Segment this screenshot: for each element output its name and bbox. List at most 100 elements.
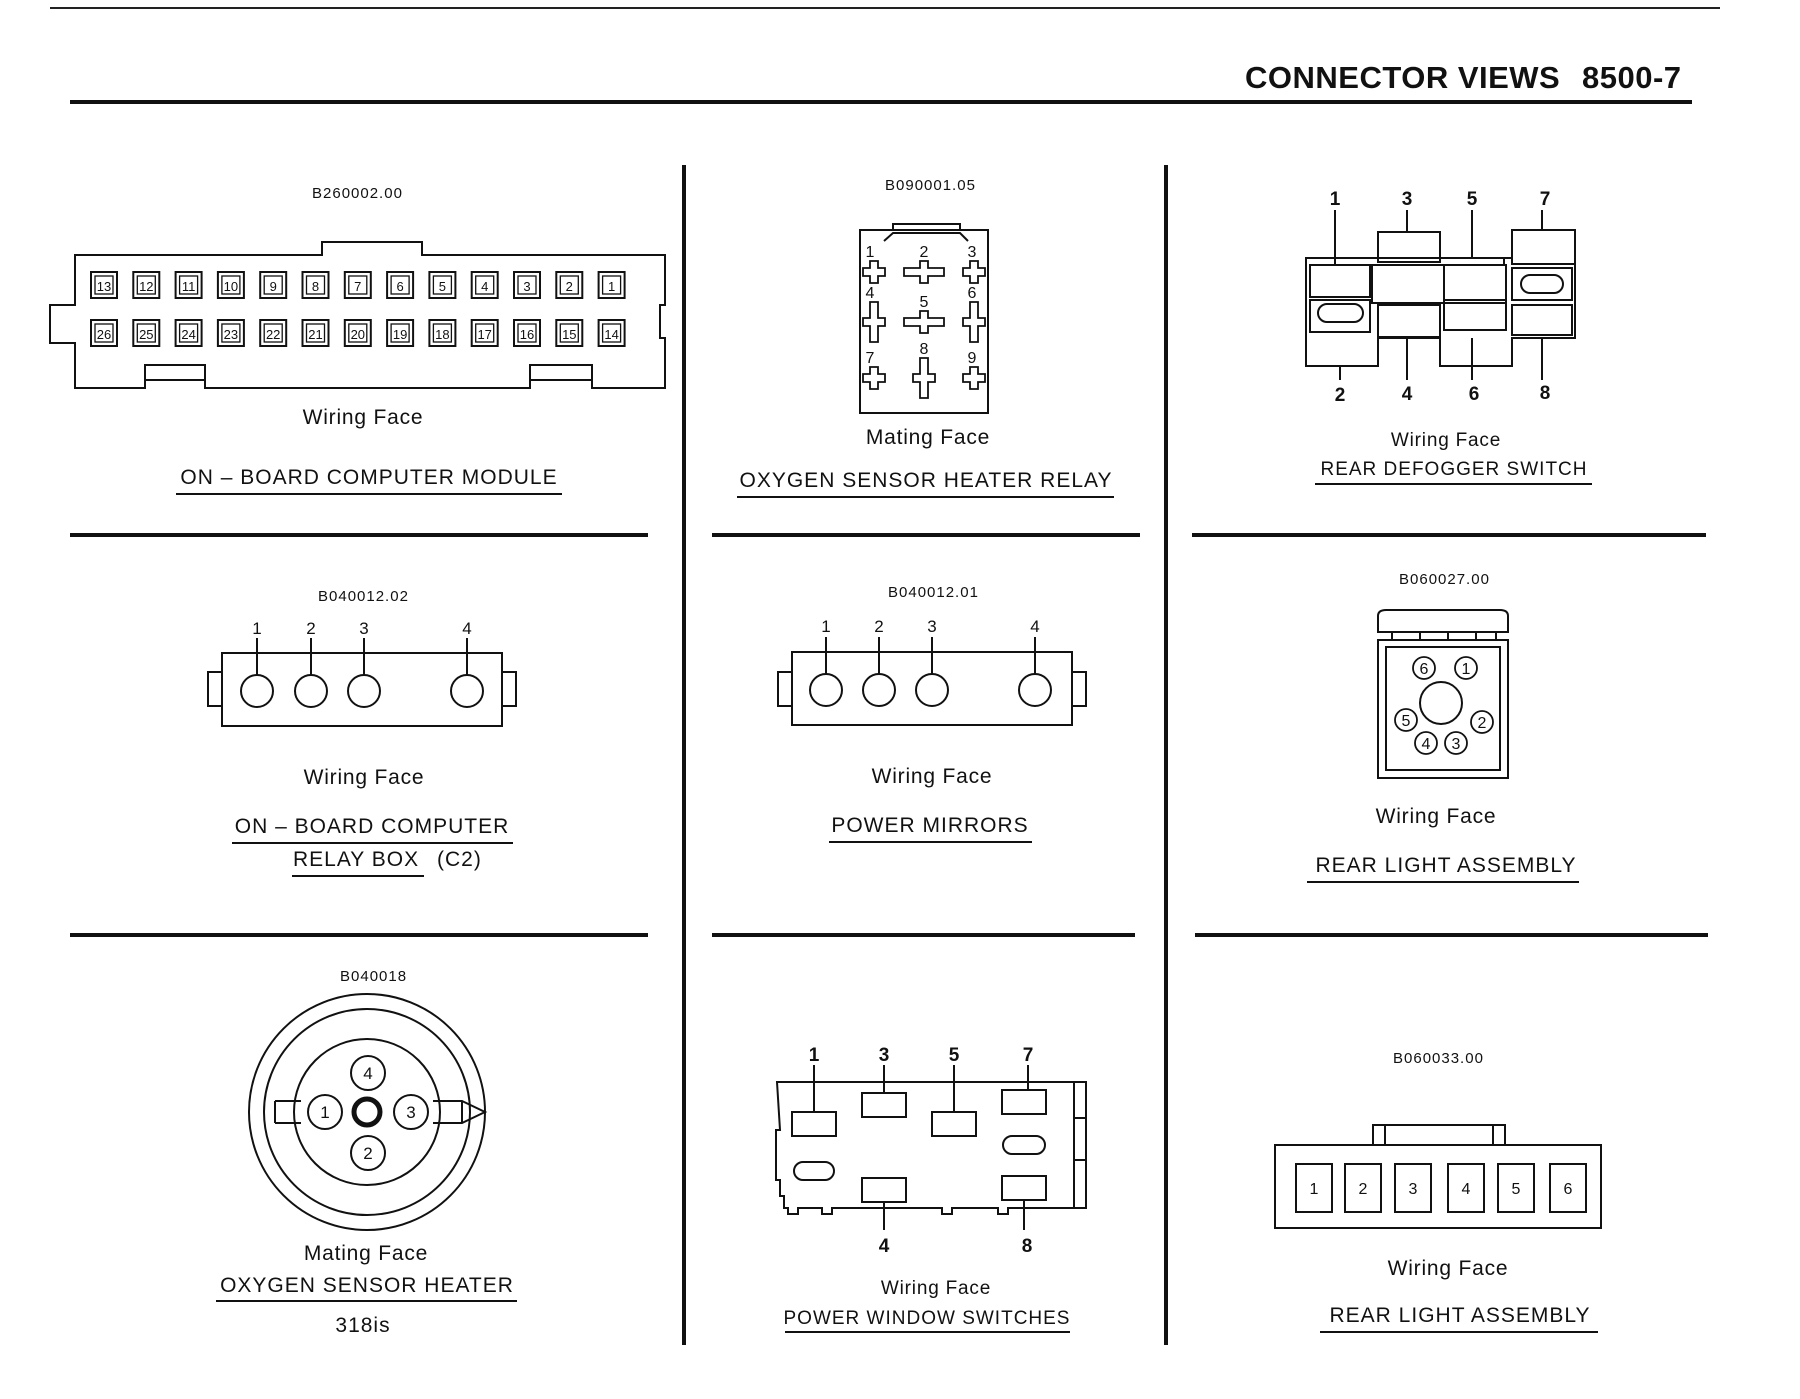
connector-title: OXYGEN SENSOR HEATER xyxy=(220,1274,514,1297)
pin-label: 13 xyxy=(97,279,111,294)
obc-pin: 8 xyxy=(301,271,330,299)
pin-label: 2 xyxy=(566,279,573,294)
pin-label: 1 xyxy=(1462,661,1471,678)
pin-label: 7 xyxy=(354,279,361,294)
relay-terminal: 9 xyxy=(962,350,986,390)
part-code: B040012.02 xyxy=(318,588,409,605)
pin-label: 7 xyxy=(1023,1045,1034,1066)
obc-pin: 4 xyxy=(470,271,499,299)
rear6-pin: 6 xyxy=(1549,1163,1587,1213)
pin-label: 11 xyxy=(182,279,196,294)
pin-label: 23 xyxy=(224,327,238,342)
o2-connector-body xyxy=(248,993,488,1231)
rear6-connector-body xyxy=(1274,1124,1602,1229)
grid-lines xyxy=(70,165,1708,1345)
obc-pin: 16 xyxy=(513,319,541,347)
obc-pin: 3 xyxy=(513,271,541,299)
pin-label: 3 xyxy=(523,279,530,294)
pin-label: 12 xyxy=(139,279,153,294)
round6-pin: 2 xyxy=(1470,710,1494,734)
mirrors-connector-body xyxy=(777,637,1087,726)
rear6-pin: 1 xyxy=(1295,1163,1333,1213)
obc-pin: 22 xyxy=(259,319,288,347)
pin-label: 21 xyxy=(308,327,322,342)
pin-label: 6 xyxy=(396,279,403,294)
pin-label: 2 xyxy=(920,244,929,261)
pin-label: 1 xyxy=(821,617,830,636)
pin-label: 2 xyxy=(1335,385,1346,406)
pin-label: 2 xyxy=(1359,1181,1368,1198)
pin-label: 4 xyxy=(1462,1181,1471,1198)
rear6-pin: 4 xyxy=(1447,1163,1485,1213)
obc-pin: 1 xyxy=(597,271,626,299)
pin-label: 2 xyxy=(874,617,883,636)
face-label: Wiring Face xyxy=(872,765,993,788)
part-code: B260002.00 xyxy=(312,185,403,202)
face-label: Wiring Face xyxy=(304,766,425,789)
rear6-pins: 1 2 3 4 5 6 xyxy=(1295,1163,1587,1213)
pin-label: 6 xyxy=(1469,384,1480,405)
face-label: Mating Face xyxy=(304,1242,428,1265)
panel-rear-defogger-switch: 1 3 5 7 2 4 6 8 Wiring Face REAR DEFOGGE… xyxy=(1305,189,1592,485)
connector-title: ON – BOARD COMPUTER MODULE xyxy=(180,466,557,489)
pin-label: 5 xyxy=(1512,1181,1521,1198)
pin-label: 10 xyxy=(224,279,238,294)
pin-label: 3 xyxy=(879,1045,890,1066)
panel-power-window-switches: 1 3 5 7 4 8 Wiring Face POWER WINDOW SWI… xyxy=(775,1045,1087,1333)
pin-label: 3 xyxy=(359,619,368,638)
pin-label: 8 xyxy=(1540,383,1551,404)
obc-pin: 15 xyxy=(555,319,584,347)
pin-label: 20 xyxy=(351,327,365,342)
relay-terminal: 5 xyxy=(903,294,945,334)
pin-label: 7 xyxy=(866,350,875,367)
connector-title: OXYGEN SENSOR HEATER RELAY xyxy=(740,469,1113,492)
obc-connector-body xyxy=(49,241,666,389)
obc-pin: 21 xyxy=(301,319,330,347)
obc-pin: 20 xyxy=(343,319,372,347)
pin-label: 3 xyxy=(968,244,977,261)
defogger-leads xyxy=(1334,210,1543,380)
face-label: Wiring Face xyxy=(881,1278,991,1299)
pin-label: 8 xyxy=(312,279,319,294)
defogger-connector-body xyxy=(1305,229,1576,367)
pin-label: 25 xyxy=(139,327,153,342)
connector-title: POWER WINDOW SWITCHES xyxy=(784,1308,1071,1329)
pin-label: 3 xyxy=(1409,1181,1418,1198)
relay-terminal: 6 xyxy=(962,285,986,343)
pin-label: 4 xyxy=(1422,736,1431,753)
obc-pin: 5 xyxy=(428,271,457,299)
round6-pin: 4 xyxy=(1414,731,1438,755)
obc-pin: 9 xyxy=(259,271,288,299)
pin-label: 6 xyxy=(968,285,977,302)
pin-label: 14 xyxy=(604,327,618,342)
pin-label: 9 xyxy=(968,350,977,367)
pin-label: 5 xyxy=(439,279,446,294)
face-label: Wiring Face xyxy=(1376,805,1497,828)
relay-terminal: 8 xyxy=(912,341,936,399)
pin-label: 5 xyxy=(1402,713,1411,730)
model-note: 318is xyxy=(335,1314,390,1337)
pin-label: 1 xyxy=(252,619,261,638)
header-title: CONNECTOR VIEWS xyxy=(1245,60,1560,95)
pin-label: 6 xyxy=(1564,1181,1573,1198)
pin-label: 2 xyxy=(1478,715,1487,732)
pin-label: 22 xyxy=(266,327,280,342)
obc-pin: 19 xyxy=(386,319,415,347)
pin-label: 3 xyxy=(406,1103,415,1122)
face-label: Wiring Face xyxy=(1388,1257,1509,1280)
pin-label: 2 xyxy=(306,619,315,638)
relay-box-connector-body xyxy=(207,638,517,727)
obc-pin: 14 xyxy=(597,319,626,347)
face-label: Wiring Face xyxy=(303,406,424,429)
pin-label: 4 xyxy=(462,619,471,638)
pin-label: 15 xyxy=(562,327,576,342)
face-label: Mating Face xyxy=(866,426,990,449)
pin-label: 4 xyxy=(1030,617,1039,636)
pin-label: 17 xyxy=(477,327,491,342)
pin-label: 4 xyxy=(1402,384,1413,405)
obc-pin: 26 xyxy=(90,319,118,347)
part-code: B040012.01 xyxy=(888,584,979,601)
